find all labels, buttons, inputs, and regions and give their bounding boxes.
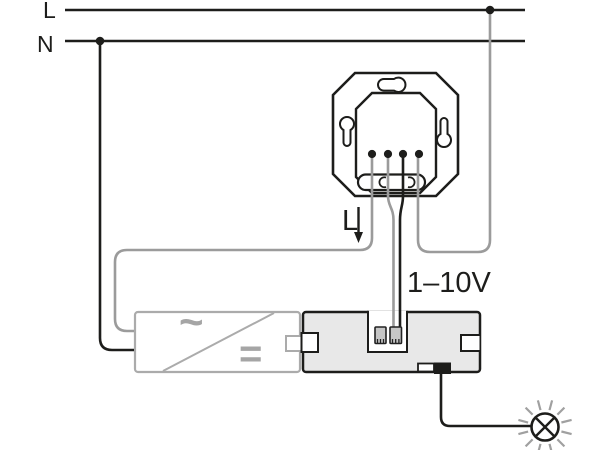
screw-slot-top: [377, 76, 407, 93]
terminal-dot-2: [383, 149, 393, 159]
gray-wires: [113, 10, 492, 333]
terminal-dot-3: [398, 149, 408, 159]
lamp-cross: [534, 416, 556, 438]
terminal-dot-1: [367, 149, 377, 159]
cable-grommet-left: [378, 176, 387, 189]
converter-box: ~ =: [133, 298, 304, 376]
ballast-notch-left: [300, 332, 319, 353]
screw-slot-left: [339, 116, 355, 147]
black-wires: [98, 41, 531, 428]
switched-live-label: L: [342, 205, 358, 237]
terminal-clamps: [374, 326, 403, 345]
wire-control-gray: [386, 154, 395, 332]
control-voltage-label: 1–10V: [407, 267, 492, 299]
power-bus: [65, 8, 525, 43]
screw-slot-right: [436, 117, 452, 148]
ballast-output-tab: [434, 362, 451, 374]
lamp-rays: [518, 400, 572, 450]
terminal-dot-4: [414, 149, 424, 159]
wire-switched-live: [113, 154, 374, 333]
label-live: L: [43, 0, 56, 23]
flush-insert: [331, 71, 460, 198]
clamp-2-teeth: [391, 339, 400, 343]
dc-symbol: =: [239, 332, 262, 376]
label-neutral: N: [37, 31, 54, 57]
ballast-output-port: [417, 362, 435, 373]
wire-lamp: [439, 372, 531, 428]
wire-live-feed: [416, 10, 492, 254]
wire-control-black: [398, 154, 405, 332]
lamp-symbol: [518, 400, 572, 450]
converter-connector: [285, 335, 304, 352]
junction-dot-l: [485, 5, 495, 15]
converter-diagonal: [162, 312, 275, 372]
junction-dot-n: [95, 36, 105, 46]
insert-body: [354, 91, 438, 195]
switched-live-callout: L: [342, 205, 363, 243]
clamp-1-teeth: [376, 339, 385, 343]
switched-live-arrow-head: [354, 232, 363, 243]
wire-neutral: [98, 41, 134, 352]
junctions: [95, 5, 495, 159]
cable-slot: [356, 173, 427, 192]
ac-symbol: ~: [179, 298, 204, 345]
cable-grommet-right: [407, 176, 416, 189]
ballast-notch-right: [460, 334, 480, 352]
